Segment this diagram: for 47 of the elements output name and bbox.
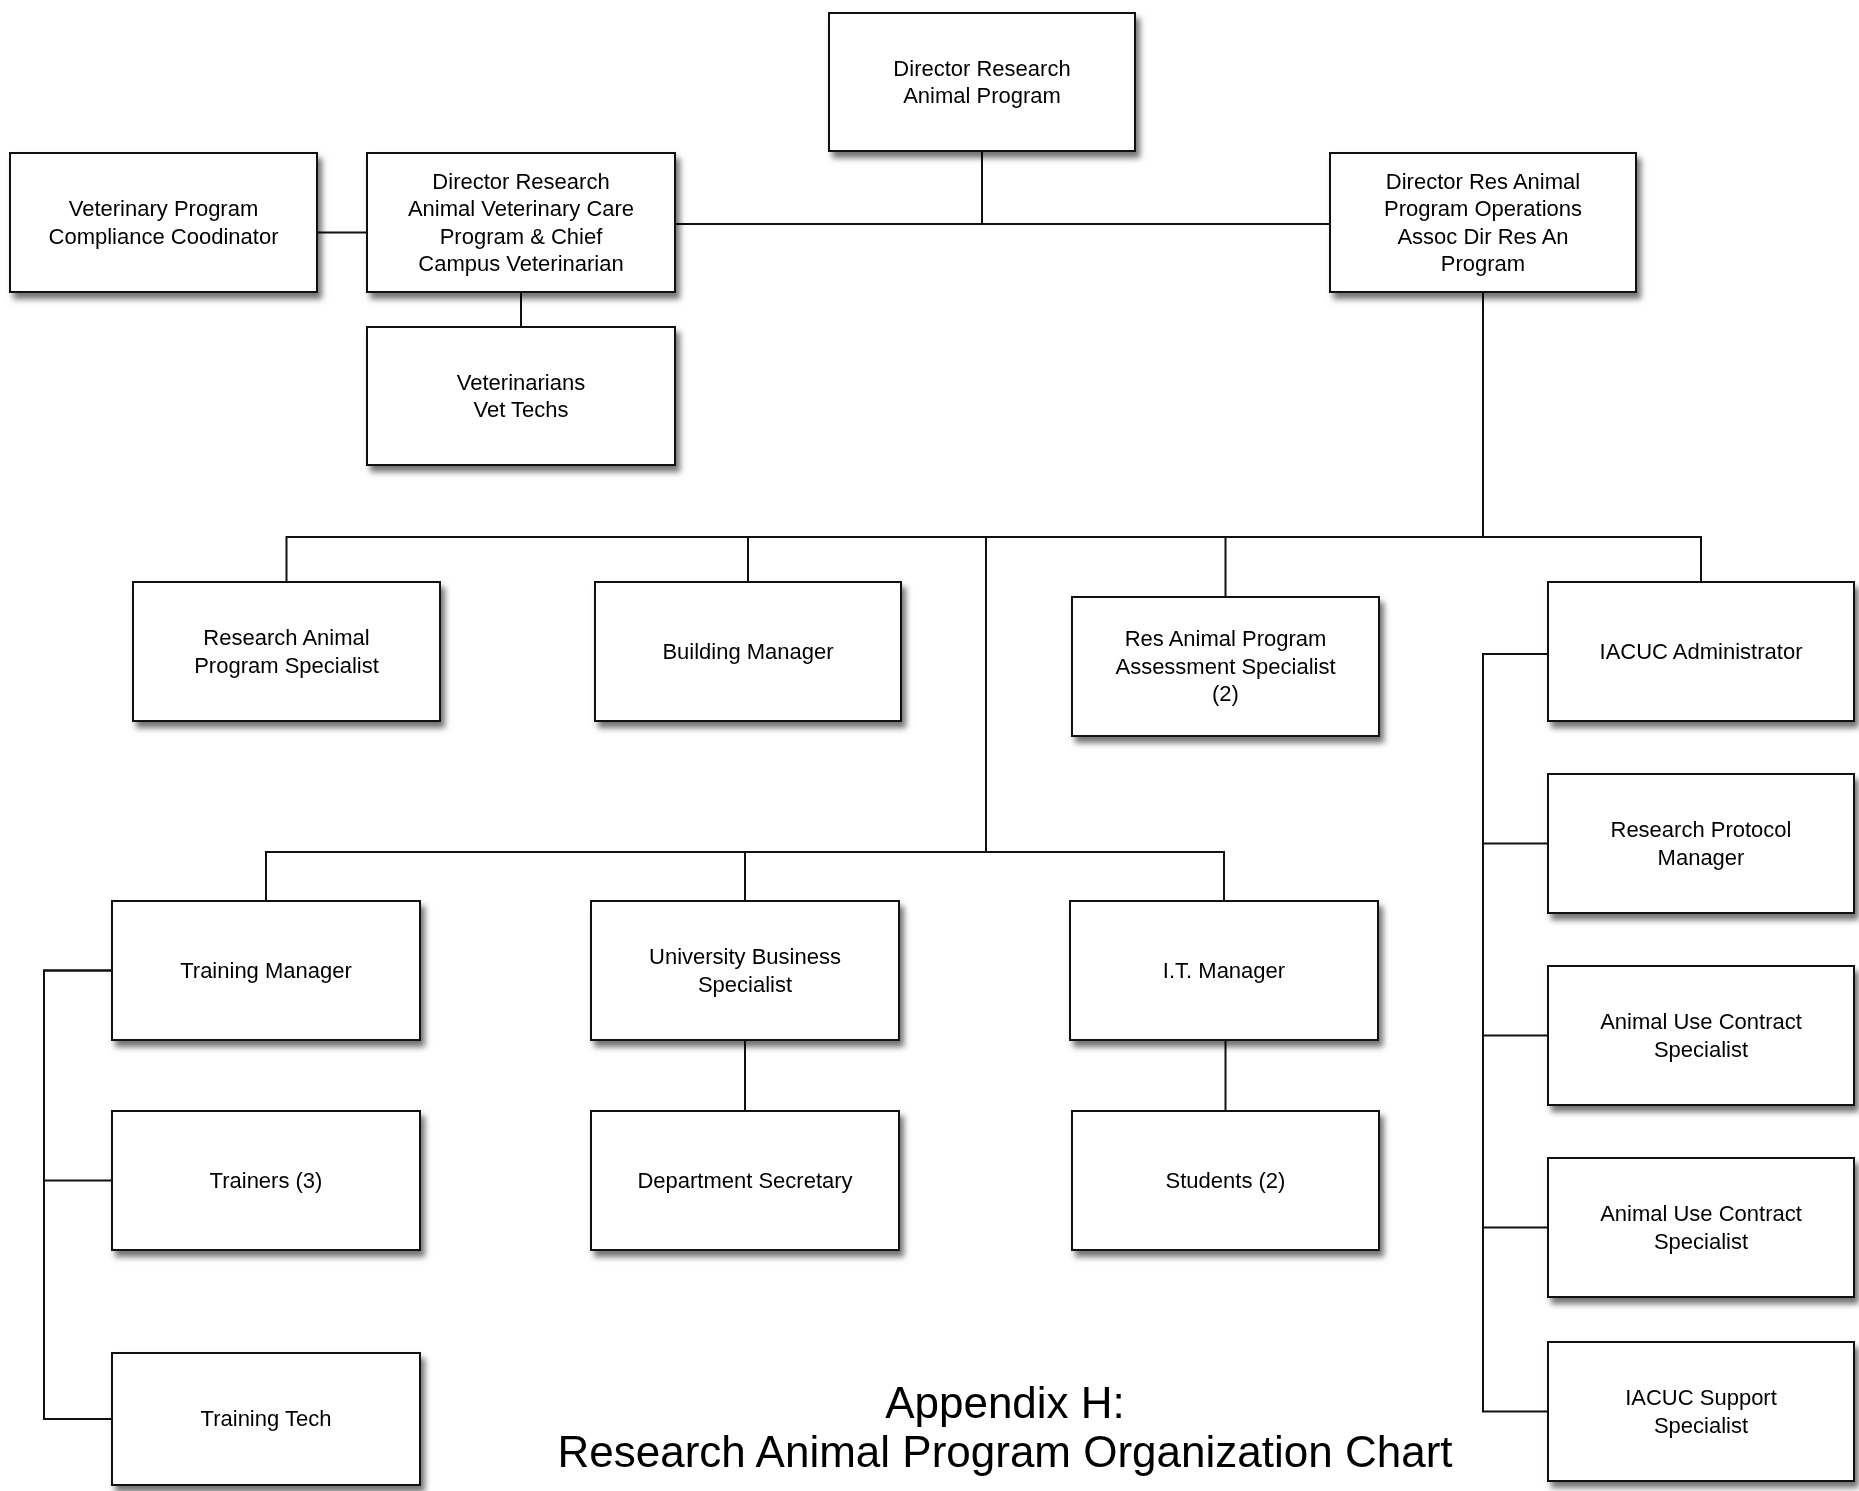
org-box [111, 1110, 421, 1251]
chart-title: Appendix H: Research Animal Program Organization Chart [556, 1378, 1454, 1477]
connector-line [43, 969, 112, 1420]
role-title: Director Research Animal Veterinary Care Program & Chief Campus Veterinarian [406, 167, 636, 278]
org-box [366, 326, 676, 466]
role-title: Trainers (3) [209, 1166, 323, 1195]
role-title: IACUC Support Specialist [1624, 1384, 1778, 1439]
role-title: Training Tech [200, 1405, 332, 1433]
org-box [1547, 581, 1855, 722]
org-box [132, 581, 441, 722]
org-box [1329, 152, 1637, 293]
org-box [111, 900, 421, 1041]
org-box [1547, 1341, 1855, 1482]
role-title: I.T. Manager [1162, 956, 1286, 985]
connector-line [1482, 653, 1548, 1413]
role-title: Animal Use Contract Specialist [1599, 1008, 1803, 1063]
role-title: IACUC Administrator [1599, 637, 1803, 666]
org-box [590, 1110, 900, 1251]
org-box [1547, 773, 1855, 914]
org-box [9, 152, 318, 293]
role-title: Res Animal Program Assessment Specialist (2) [1114, 625, 1337, 708]
org-box [590, 900, 900, 1041]
org-box [111, 1352, 421, 1486]
org-box [1069, 900, 1379, 1041]
org-box [594, 581, 902, 722]
role-title: Training Manager [180, 956, 352, 985]
role-title: Building Manager [662, 637, 834, 666]
role-title: Veterinarians Vet Techs [455, 368, 587, 424]
role-title: Director Res Animal Program Operations Assoc Dir Res An Program [1382, 167, 1584, 278]
connector-line [1224, 1040, 1227, 1111]
role-title: Animal Use Contract Specialist [1599, 1200, 1803, 1255]
org-box [828, 12, 1136, 152]
org-box [1547, 1157, 1855, 1298]
role-title: Research Animal Program Specialist [193, 624, 380, 679]
org-box [1547, 965, 1855, 1106]
role-title: Director Research Animal Program [892, 54, 1072, 110]
role-title: Veterinary Program Compliance Coodinator [47, 195, 280, 250]
connector-line [744, 1040, 746, 1111]
connector-line [520, 292, 522, 327]
org-box [1071, 596, 1380, 737]
connector-line [317, 231, 367, 234]
role-title: University Business Specialist [648, 943, 842, 998]
role-title: Department Secretary [637, 1166, 853, 1195]
role-title: Students (2) [1165, 1166, 1286, 1195]
role-title: Research Protocol Manager [1609, 816, 1793, 871]
org-box [366, 152, 676, 293]
org-box [1071, 1110, 1380, 1251]
